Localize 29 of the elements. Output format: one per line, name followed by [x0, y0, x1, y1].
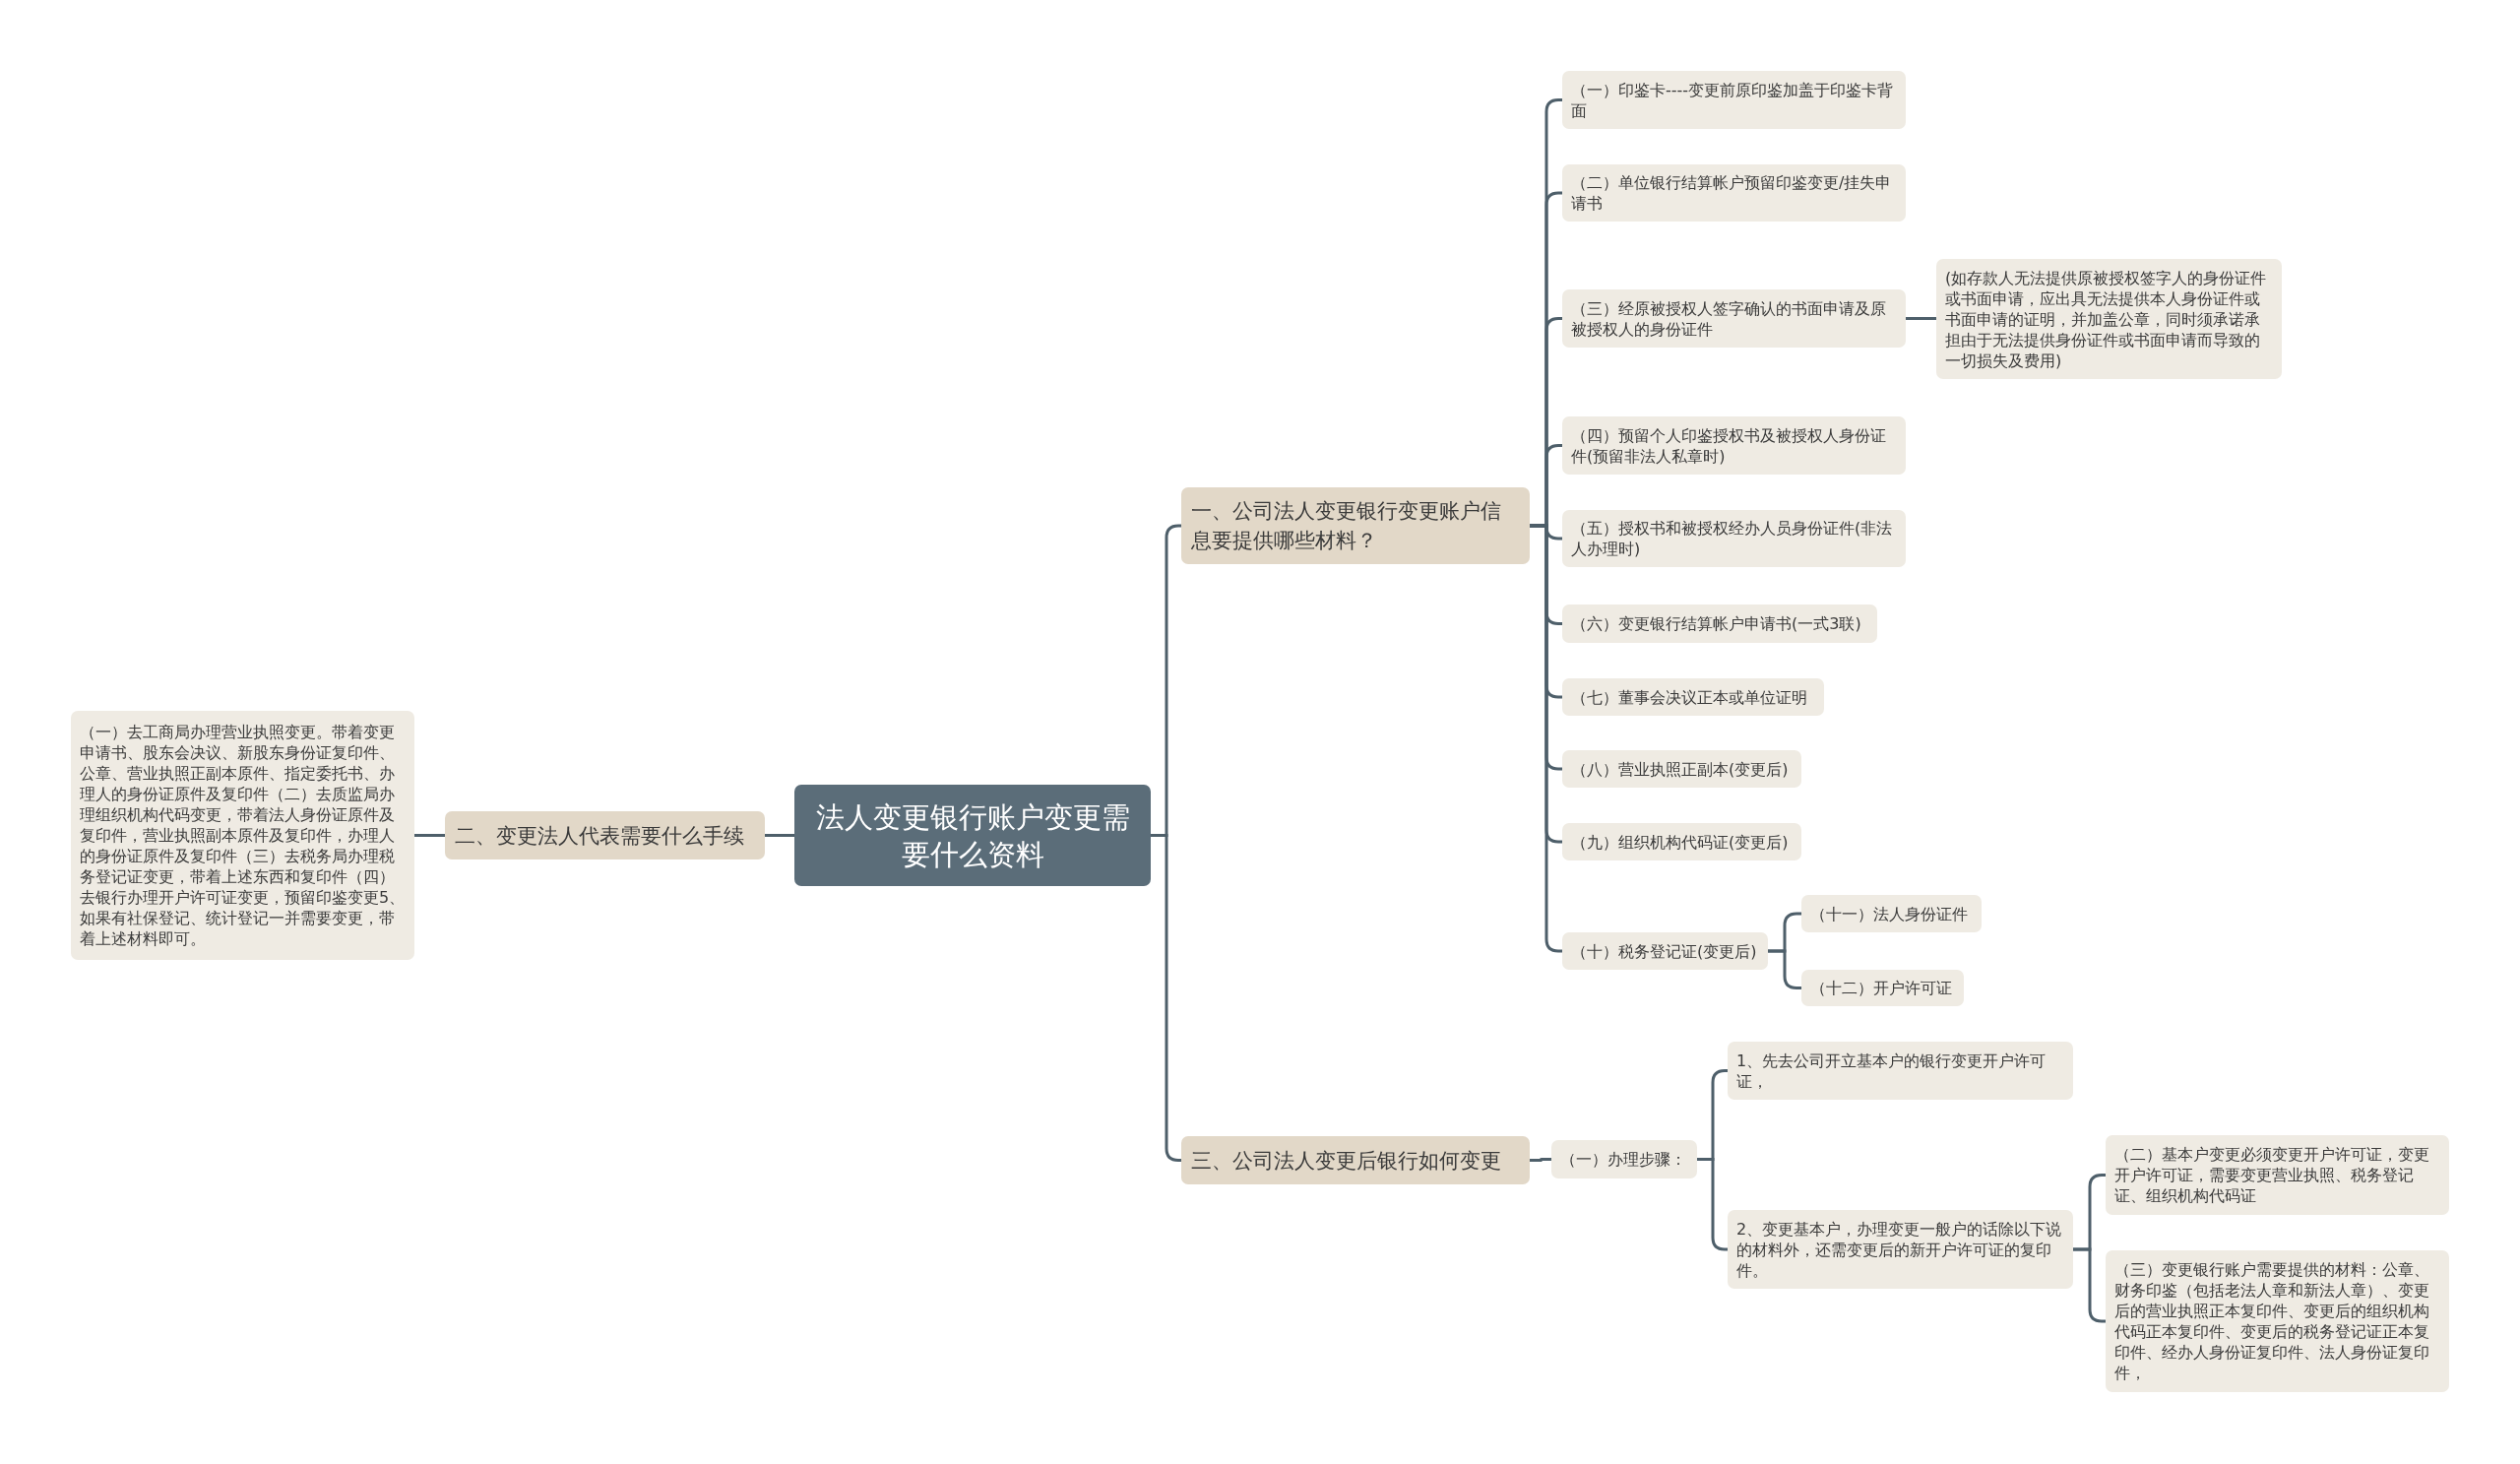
- subtopic-box: 1、先去公司开立基本户的银行变更开户许可证，: [1728, 1042, 2073, 1100]
- subtopic-box: （十二）开户许可证: [1801, 970, 1964, 1006]
- subtopic-box: （三）变更银行账户需要提供的材料：公章、财务印鉴（包括老法人章和新法人章）、变更后的营业执照正本复印件、变更后的组织机构代码正本复印件、变更后的税务登记证正本复印件、经办人身份证复印件、法人身份证复印件，: [2106, 1250, 2449, 1392]
- subtopic-box: （八）营业执照正副本(变更后): [1562, 750, 1801, 788]
- connector-line: [1906, 317, 1936, 320]
- subtopic-box: （六）变更银行结算帐户申请书(一式3联): [1562, 605, 1877, 643]
- central-topic-box: 法人变更银行账户变更需要什么资料: [794, 785, 1151, 886]
- subtopic-box: （一）印鉴卡----变更前原印鉴加盖于印鉴卡背面: [1562, 71, 1906, 129]
- branch-topic-box: 一、公司法人变更银行变更账户信息要提供哪些材料？: [1181, 487, 1530, 564]
- branch-topic-box: 二、变更法人代表需要什么手续: [445, 811, 765, 859]
- connector-line: [1530, 1158, 1551, 1162]
- subtopic-box: 2、变更基本户，办理变更一般户的话除以下说的材料外，还需变更后的新开户许可证的复印件。: [1728, 1210, 2073, 1289]
- subtopic-box: （三）经原被授权人签字确认的书面申请及原被授权人的身份证件: [1562, 289, 1906, 348]
- connector-line: [1768, 949, 1801, 989]
- subtopic-box: （十一）法人身份证件: [1801, 895, 1982, 932]
- subtopic-box: （四）预留个人印鉴授权书及被授权人身份证件(预留非法人私章时): [1562, 416, 1906, 475]
- subtopic-box: (如存款人无法提供原被授权签字人的身份证件或书面申请，应出具无法提供本人身份证件或书面申请的证明，并加盖公章，同时须承诺承担由于无法提供身份证件或书面申请而导致的一切损失及费用): [1936, 259, 2282, 379]
- branch-topic-box: 三、公司法人变更后银行如何变更: [1181, 1136, 1530, 1184]
- subtopic-box: （九）组织机构代码证(变更后): [1562, 823, 1801, 860]
- subtopic-box: （一）去工商局办理营业执照变更。带着变更申请书、股东会决议、新股东身份证复印件、公章、营业执照正副本原件、指定委托书、办理人的身份证原件及复印件（二）去质监局办理组织机构代码变更，带着法人身份证原件及复印件，营业执照副本原件及复印件，办理人的身份证原件及复印件（三）去税务局办理税务登记证变更，带着上述东西和复印件（四）去银行办理开户许可证变更，预留印鉴变更5、如果有社保登记、统计登记一并需要变更，带着上述材料即可。: [71, 711, 414, 960]
- connector-line: [1530, 524, 1562, 953]
- subtopic-box: （二）基本户变更必须变更开户许可证，变更开户许可证，需要变更营业执照、税务登记证、组织机构代码证: [2106, 1135, 2449, 1215]
- subtopic-box: （二）单位银行结算帐户预留印鉴变更/挂失申请书: [1562, 164, 1906, 222]
- subtopic-box: （十）税务登记证(变更后): [1562, 932, 1768, 970]
- subtopic-box: （七）董事会决议正本或单位证明: [1562, 678, 1824, 716]
- connector-line: [765, 834, 794, 837]
- subtopic-box: （五）授权书和被授权经办人员身份证件(非法人办理时): [1562, 510, 1906, 567]
- subtopic-box: （一）办理步骤：: [1551, 1140, 1697, 1178]
- connector-line: [414, 834, 445, 837]
